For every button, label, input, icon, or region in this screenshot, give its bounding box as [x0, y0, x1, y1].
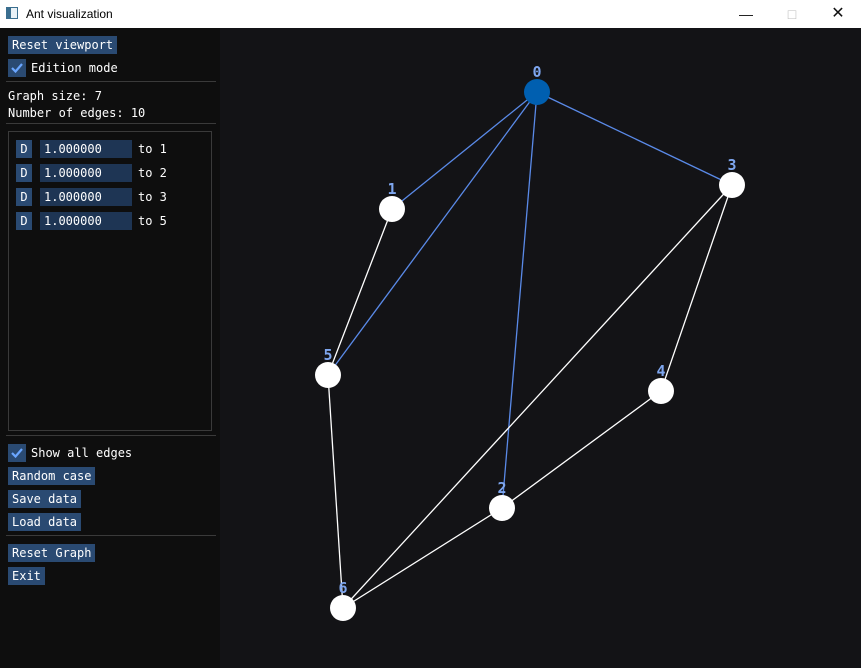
node-label-5: 5	[323, 346, 332, 364]
reset-viewport-button[interactable]: Reset viewport	[8, 36, 118, 54]
edition-mode-checkbox[interactable]: Edition mode	[8, 59, 118, 77]
reset-graph-button[interactable]: Reset Graph	[8, 544, 96, 562]
graph-node-1[interactable]	[379, 196, 405, 222]
edge-list-panel[interactable]: D 1.000000 to 1 D 1.000000 to 2 D 1.0000…	[8, 131, 212, 431]
graph-node-2[interactable]	[489, 495, 515, 521]
app-icon	[6, 7, 18, 19]
delete-edge-button[interactable]: D	[16, 140, 32, 158]
edge-row: D 1.000000 to 1	[16, 140, 167, 158]
edge-weight-input[interactable]: 1.000000	[40, 140, 132, 158]
divider	[6, 81, 216, 82]
graph-node-3[interactable]	[719, 172, 745, 198]
delete-edge-button[interactable]: D	[16, 164, 32, 182]
window-title: Ant visualization	[26, 7, 113, 21]
edge-target-label: to 1	[138, 142, 167, 156]
node-label-1: 1	[387, 180, 396, 198]
edge-count-text: Number of edges: 10	[8, 106, 146, 120]
graph-node-6[interactable]	[330, 595, 356, 621]
node-label-2: 2	[497, 479, 506, 497]
edge-row: D 1.000000 to 3	[16, 188, 167, 206]
graph-canvas[interactable]: 0 1 2 3 4 5 6	[220, 28, 861, 668]
divider	[6, 535, 216, 536]
edge-target-label: to 3	[138, 190, 167, 204]
minimize-icon[interactable]: —	[739, 6, 753, 22]
edge-4-2	[501, 390, 662, 509]
divider	[6, 123, 216, 124]
show-all-edges-label: Show all edges	[31, 446, 133, 460]
graph-drawing[interactable]: 0 1 2 3 4 5 6	[220, 28, 861, 668]
delete-edge-button[interactable]: D	[16, 188, 32, 206]
control-panel: Reset viewport Edition mode Graph size: …	[0, 28, 220, 668]
node-label-3: 3	[727, 156, 736, 174]
edge-5-6	[327, 374, 344, 609]
delete-edge-button[interactable]: D	[16, 212, 32, 230]
edge-1-5	[327, 208, 393, 376]
random-case-button[interactable]: Random case	[8, 467, 96, 485]
show-all-edges-checkbox[interactable]: Show all edges	[8, 444, 132, 462]
edge-0-5	[327, 91, 538, 376]
edge-row: D 1.000000 to 2	[16, 164, 167, 182]
node-label-0: 0	[532, 63, 541, 81]
edge-0-1	[391, 91, 538, 210]
edge-weight-input[interactable]: 1.000000	[40, 164, 132, 182]
edge-3-4	[660, 184, 733, 392]
checkmark-icon	[8, 444, 26, 462]
edition-mode-label: Edition mode	[31, 61, 118, 75]
graph-node-5[interactable]	[315, 362, 341, 388]
edge-row: D 1.000000 to 5	[16, 212, 167, 230]
edge-0-3	[536, 91, 733, 186]
edge-3-6	[342, 184, 733, 609]
checkmark-icon	[8, 59, 26, 77]
exit-button[interactable]: Exit	[8, 567, 45, 585]
edge-target-label: to 5	[138, 214, 167, 228]
edge-0-2	[501, 91, 538, 509]
graph-node-4[interactable]	[648, 378, 674, 404]
save-data-button[interactable]: Save data	[8, 490, 82, 508]
close-icon[interactable]: ✕	[831, 5, 845, 22]
edge-weight-input[interactable]: 1.000000	[40, 212, 132, 230]
graph-node-0[interactable]	[524, 79, 550, 105]
graph-size-text: Graph size: 7	[8, 89, 102, 103]
edge-2-6	[342, 507, 503, 609]
title-bar[interactable]: Ant visualization — □ ✕	[0, 0, 861, 29]
node-label-4: 4	[656, 362, 665, 380]
node-label-6: 6	[338, 579, 347, 597]
divider	[6, 435, 216, 436]
load-data-button[interactable]: Load data	[8, 513, 82, 531]
edge-target-label: to 2	[138, 166, 167, 180]
edge-weight-input[interactable]: 1.000000	[40, 188, 132, 206]
maximize-icon[interactable]: □	[787, 6, 797, 22]
